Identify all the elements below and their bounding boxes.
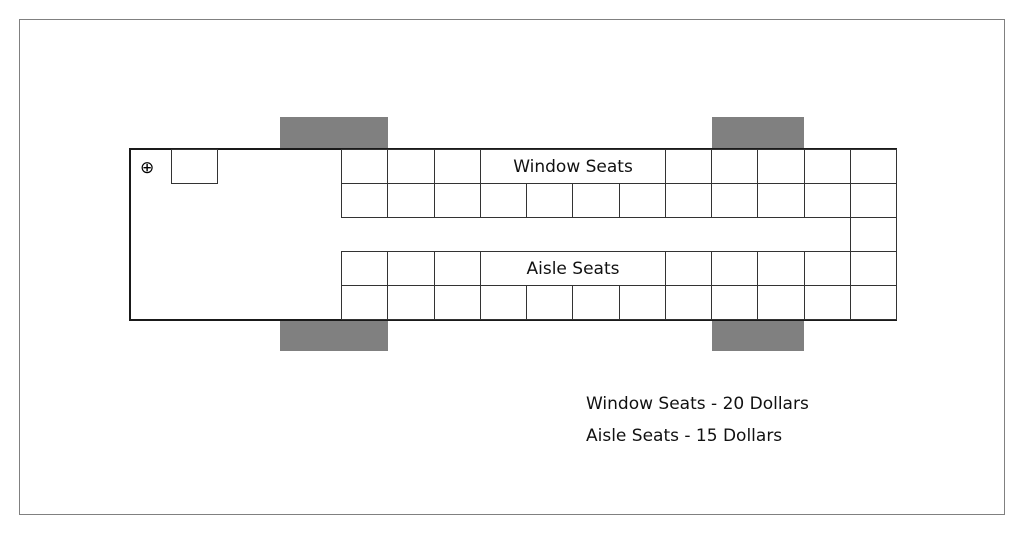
aisle-seat[interactable]: [803, 251, 851, 286]
aisle-seat[interactable]: [341, 251, 389, 286]
window-seat[interactable]: [387, 149, 435, 184]
aisle-seat[interactable]: [664, 251, 712, 286]
window-seat[interactable]: [664, 285, 712, 320]
window-seat[interactable]: [849, 149, 897, 184]
aisle-seat[interactable]: [711, 183, 759, 218]
window-seat[interactable]: [757, 149, 805, 184]
window-seat[interactable]: [803, 285, 851, 320]
wheel-rear-top: [712, 117, 804, 149]
driver-seat[interactable]: [171, 149, 218, 184]
legend-aisle-price: Aisle Seats - 15 Dollars: [586, 426, 783, 446]
aisle-seat[interactable]: [757, 183, 805, 218]
aisle-seat[interactable]: [664, 183, 712, 218]
aisle-seat[interactable]: [433, 251, 481, 286]
window-seat[interactable]: [803, 149, 851, 184]
wheel-rear-bottom: [712, 320, 804, 351]
driver-steering-icon: ⊕: [140, 158, 155, 178]
aisle-seat[interactable]: [757, 251, 805, 286]
aisle-seat[interactable]: [618, 183, 666, 218]
window-seat[interactable]: [664, 149, 712, 184]
rear-middle-seat[interactable]: [849, 217, 897, 252]
diagram-frame: [19, 19, 1005, 515]
wheel-front-bottom: [280, 320, 388, 351]
window-seat[interactable]: [387, 285, 435, 320]
window-seat[interactable]: [711, 285, 759, 320]
window-seat[interactable]: [757, 285, 805, 320]
window-seat[interactable]: [341, 149, 389, 184]
aisle-seat[interactable]: [526, 183, 574, 218]
aisle-seat[interactable]: [711, 251, 759, 286]
window-seat[interactable]: [479, 285, 527, 320]
aisle-seat[interactable]: [387, 251, 435, 286]
wheel-front-top: [280, 117, 388, 149]
window-seat[interactable]: [433, 285, 481, 320]
window-seat[interactable]: [711, 149, 759, 184]
aisle-seat[interactable]: [803, 183, 851, 218]
aisle-seats-label: Aisle Seats: [480, 251, 666, 286]
window-seat[interactable]: [618, 285, 666, 320]
window-seat[interactable]: [433, 149, 481, 184]
window-seats-label: Window Seats: [480, 149, 666, 184]
window-seat[interactable]: [572, 285, 620, 320]
aisle-seat[interactable]: [387, 183, 435, 218]
legend-window-price: Window Seats - 20 Dollars: [586, 394, 809, 414]
aisle-seat[interactable]: [479, 183, 527, 218]
window-seat[interactable]: [526, 285, 574, 320]
window-seat[interactable]: [849, 285, 897, 320]
window-seat[interactable]: [341, 285, 389, 320]
aisle-seat[interactable]: [849, 251, 897, 286]
aisle-seat[interactable]: [341, 183, 389, 218]
aisle-seat[interactable]: [433, 183, 481, 218]
aisle-seat[interactable]: [849, 183, 897, 218]
aisle-seat[interactable]: [572, 183, 620, 218]
